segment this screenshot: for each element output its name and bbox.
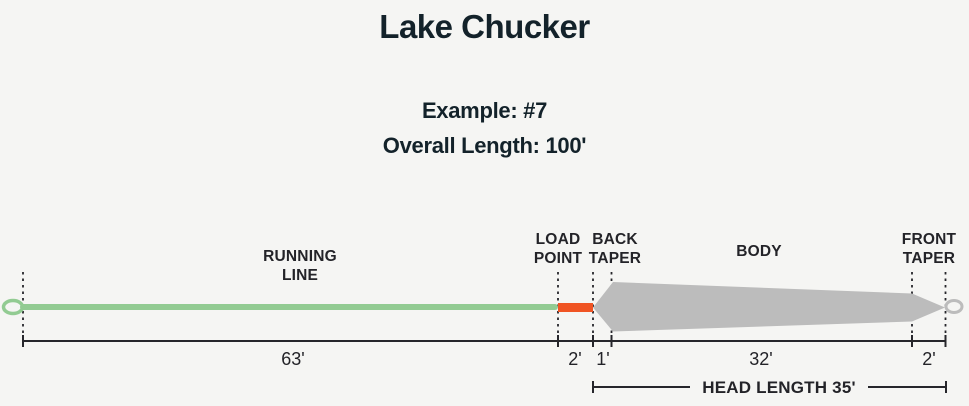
head-shape	[593, 282, 945, 332]
front-taper-label-2: TAPER	[903, 250, 955, 267]
running-line-segment	[20, 304, 558, 310]
running-line-label-2: LINE	[282, 267, 318, 284]
load-point-label-1: LOAD	[536, 231, 581, 248]
back-taper-label-1: BACK	[592, 231, 638, 248]
measurement-ruler	[22, 335, 947, 347]
section-labels: RUNNING LINE LOAD POINT BACK TAPER BODY …	[263, 231, 956, 284]
overall-length-line: Overall Length: 100'	[382, 133, 587, 158]
front-taper-length: 2'	[922, 349, 935, 369]
example-line: Example: #7	[421, 98, 548, 123]
load-point-segment	[558, 303, 593, 312]
running-line-label-1: RUNNING	[263, 248, 337, 265]
load-point-label-2: POINT	[534, 250, 583, 267]
back-taper-label-2: TAPER	[589, 250, 641, 267]
rear-welded-loop	[1, 298, 25, 316]
body-label: BODY	[736, 243, 782, 260]
back-taper-length: 1'	[596, 349, 609, 369]
page-title: Lake Chucker	[379, 8, 590, 45]
head-length-label: HEAD LENGTH 35'	[702, 378, 855, 397]
front-welded-loop	[944, 299, 964, 314]
running-line-length: 63'	[281, 349, 304, 369]
load-point-length: 2'	[568, 349, 581, 369]
head-length-bracket: HEAD LENGTH 35'	[592, 378, 947, 397]
measurement-values: 63' 2' 1' 32' 2'	[281, 349, 935, 369]
body-length: 32'	[749, 349, 772, 369]
head-length-bracket-lines	[592, 381, 947, 393]
subtitle-block: Example: #7 Overall Length: 100'	[0, 93, 969, 163]
front-taper-label-1: FRONT	[902, 231, 957, 248]
